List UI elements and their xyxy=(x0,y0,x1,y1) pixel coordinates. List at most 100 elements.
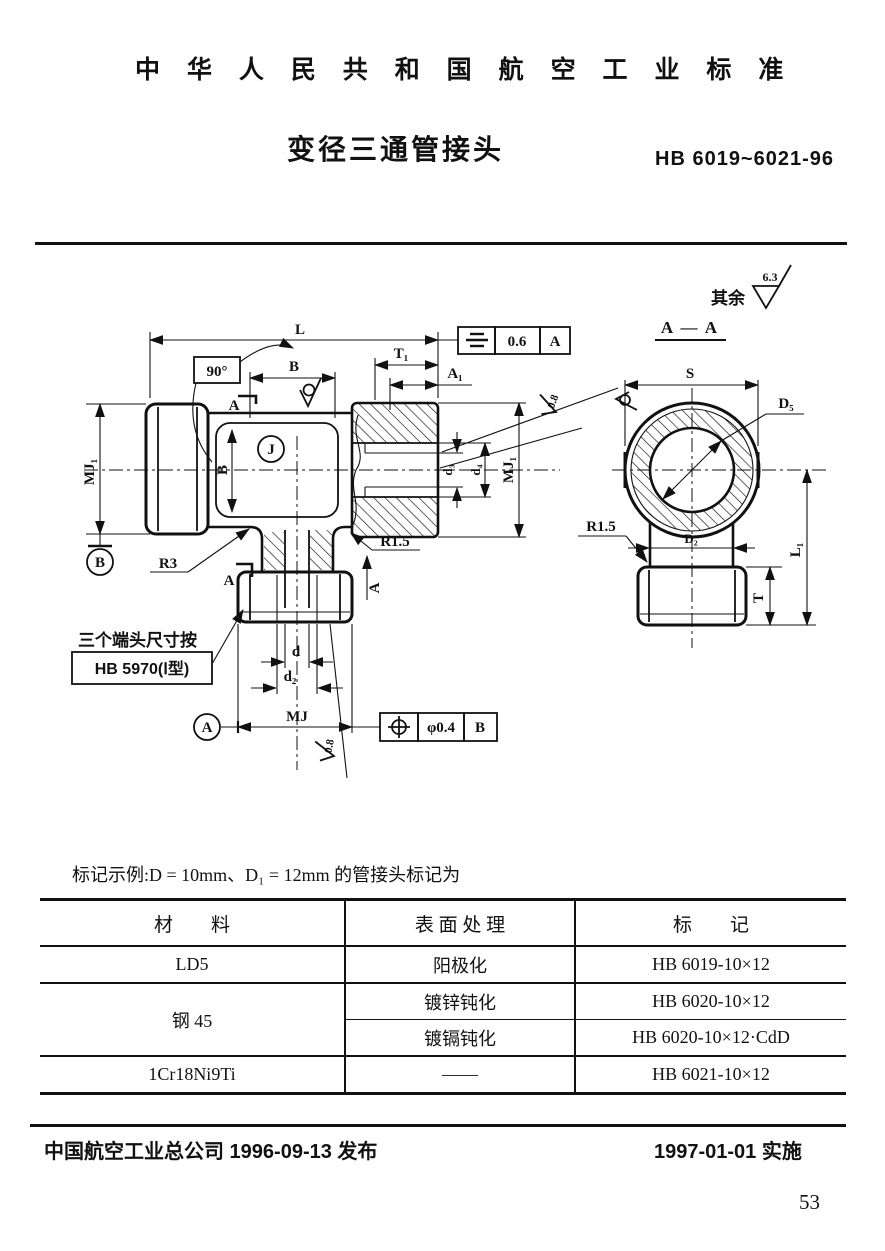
A1-label: A₁ xyxy=(447,366,462,382)
page-number: 53 xyxy=(799,1190,820,1214)
no-machining-icon xyxy=(299,377,322,409)
dimension-d2: d₂ xyxy=(251,624,343,694)
section-title: A — A xyxy=(661,318,719,337)
MJ-label: MJ xyxy=(286,709,308,725)
cell-marking: HB 6020-10×12 xyxy=(575,983,846,1020)
dimension-B-horizontal: B xyxy=(248,359,337,418)
section-A-bottom-label: A xyxy=(224,573,235,589)
datum-A-label: A xyxy=(202,720,213,736)
note-line2: HB 5970(Ⅰ型) xyxy=(95,660,190,678)
position-tolerance-value: φ0.4 xyxy=(427,720,456,736)
standard-number: HB 6019~6021-96 xyxy=(655,148,835,170)
table-row: 钢 45 镀锌钝化 HB 6020-10×12 xyxy=(40,983,846,1057)
B-label: B xyxy=(289,359,299,375)
R15-section-label: R1.5 xyxy=(586,519,616,535)
issue-statement: 中国航空工业总公司 1996-09-13 发布 xyxy=(44,1141,378,1163)
fillet-callouts-main: R3 R1.5 xyxy=(150,528,420,573)
dimension-S: S xyxy=(623,366,760,446)
D2-label: D₂ xyxy=(684,531,697,546)
surface-finish-leaders: 0.8 xyxy=(439,387,638,469)
drawing-svg: J L 0.6 A T₁ A₁ 90° xyxy=(71,264,828,779)
L1-label: L₁ xyxy=(788,543,804,558)
note-callout: 三个端头尺寸按 HB 5970(Ⅰ型) xyxy=(71,609,244,685)
standard-title: 中 华 人 民 共 和 国 航 空 工 业 标 准 xyxy=(135,56,794,84)
MJ1-right-label: MJ₁ xyxy=(501,457,517,483)
table-row: 1Cr18Ni9Ti —— HB 6021-10×12 xyxy=(40,1056,846,1094)
section-A-side-label: A xyxy=(367,582,383,593)
tolerance-frame-symmetry: 0.6 A xyxy=(438,326,571,355)
section-plane-marks: A A A xyxy=(224,394,383,600)
symmetry-icon xyxy=(466,332,488,348)
main-view-outline xyxy=(144,401,440,624)
cell-material: 1Cr18Ni9Ti xyxy=(40,1056,346,1094)
table-header-row: 材 料 表 面 处 理 标 记 xyxy=(40,899,846,947)
dimension-MJ1-left: MJ₁ xyxy=(82,402,150,536)
cell-marking: HB 6019-10×12 xyxy=(575,946,846,984)
datum-A: A xyxy=(193,713,221,741)
datum-B-label: B xyxy=(95,555,105,571)
dimension-MJ: MJ xyxy=(221,624,354,733)
j-mark: J xyxy=(257,435,285,463)
dimension-MJ1-right: MJ₁ xyxy=(438,401,526,539)
d4-label: d₄ xyxy=(468,464,483,475)
cell-treatment: 阳极化 xyxy=(345,946,576,984)
cell-treatment: 镀锌钝化 xyxy=(345,983,576,1020)
cell-treatment: —— xyxy=(345,1056,576,1094)
marking-example: 标记示例:D = 10mm、D₁ = 12mm 的管接头标记为 xyxy=(72,865,461,885)
roughness-08-right-value: 0.8 xyxy=(545,393,561,410)
D5-label: D₅ xyxy=(778,396,794,412)
B-vertical-label: B xyxy=(215,465,231,475)
technical-drawing: J L 0.6 A T₁ A₁ 90° xyxy=(0,255,885,815)
dimension-d: d xyxy=(261,624,333,668)
R15-main-label: R1.5 xyxy=(380,534,410,550)
cell-material: LD5 xyxy=(40,946,346,984)
table-row: 镀镉钝化 HB 6020-10×12·CdD xyxy=(40,1019,846,1057)
section-A-top-label: A xyxy=(229,398,240,414)
dimension-B-vertical: B xyxy=(215,428,237,514)
dimension-d4: d₄ xyxy=(438,441,491,499)
note-line1: 三个端头尺寸按 xyxy=(78,630,197,650)
datum-B: B xyxy=(86,534,114,576)
S-label: S xyxy=(686,366,694,382)
roughness-08-bottom-value: 0.8 xyxy=(323,738,337,754)
position-tolerance-datum: B xyxy=(475,720,485,736)
cell-marking: HB 6020-10×12·CdD xyxy=(575,1019,846,1057)
header-material: 材 料 xyxy=(40,899,346,947)
symmetry-tolerance-value: 0.6 xyxy=(508,334,527,350)
T-label: T xyxy=(751,593,767,603)
implementation-statement: 1997-01-01 实施 xyxy=(654,1141,802,1163)
header-treatment: 表 面 处 理 xyxy=(345,899,576,947)
R3-label: R3 xyxy=(159,556,177,572)
T1-label: T₁ xyxy=(394,346,409,362)
d3-label: d₃ xyxy=(440,464,455,475)
section-view: A — A S D₅ R1.5 xyxy=(578,318,816,627)
default-roughness: 其余 6.3 xyxy=(711,264,792,310)
d-label: d xyxy=(292,644,301,660)
angle-label: 90° xyxy=(207,364,228,380)
material-marking-table: 材 料 表 面 处 理 标 记 LD5 阳极化 HB 6019-10×12 钢 … xyxy=(40,898,846,1095)
no-machining-icon-right xyxy=(614,391,638,411)
symmetry-tolerance-datum: A xyxy=(550,334,561,350)
dimension-T: T xyxy=(746,565,816,627)
cell-treatment: 镀镉钝化 xyxy=(345,1019,576,1057)
dimension-L1: L₁ xyxy=(788,468,812,627)
page-title: 变径三通管接头 xyxy=(287,134,505,165)
qiyu-label: 其余 xyxy=(711,288,746,308)
footer-divider xyxy=(30,1124,846,1127)
d2-label: d₂ xyxy=(284,669,297,685)
roughness-08-right: 0.8 xyxy=(539,393,562,416)
default-roughness-value: 6.3 xyxy=(763,270,778,284)
R15-section-callout: R1.5 xyxy=(578,519,648,563)
dimension-D2: D₂ xyxy=(628,531,755,553)
cell-material: 钢 45 xyxy=(40,983,346,1057)
dimension-A1: A₁ xyxy=(388,366,472,410)
header-marking: 标 记 xyxy=(575,899,846,947)
cell-marking: HB 6021-10×12 xyxy=(652,1064,770,1084)
header-divider xyxy=(35,242,847,245)
table-row: LD5 阳极化 HB 6019-10×12 xyxy=(40,946,846,984)
j-label: J xyxy=(267,442,275,458)
position-icon xyxy=(388,716,410,738)
dimension-d3: d₃ xyxy=(438,432,463,508)
dimension-T1: T₁ xyxy=(373,346,440,400)
